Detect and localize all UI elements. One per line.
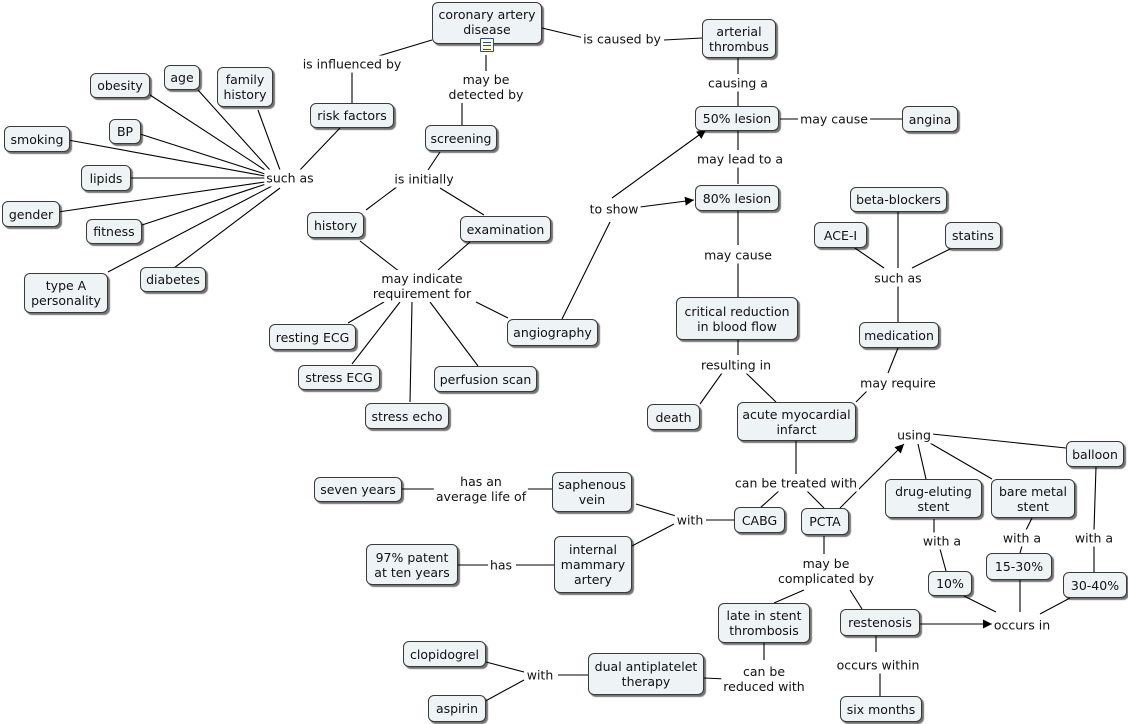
node-medication[interactable]: medication: [859, 322, 939, 348]
link-label-has-an-average-life-of: has an average life of: [433, 473, 529, 505]
node-late-in-stent-thrombosis[interactable]: late in stent thrombosis: [718, 603, 810, 643]
node-diabetes[interactable]: diabetes: [140, 267, 206, 292]
link-label-causing-a: causing a: [706, 74, 770, 92]
node-acute-myocardial-infarct[interactable]: acute myocardial infarct: [737, 402, 856, 441]
link-label-such-as: such as: [872, 269, 924, 287]
node-internal-mammary-artery[interactable]: internal mammary artery: [554, 536, 632, 593]
link-label-is-initially: is initially: [392, 170, 456, 188]
link-label-can-be-treated-with: can be treated with: [732, 474, 860, 492]
link-label-with-a: with a: [1072, 529, 1116, 547]
link-label-using: using: [895, 426, 933, 444]
node-clopidogrel[interactable]: clopidogrel: [403, 641, 486, 667]
node-fitness[interactable]: fitness: [86, 219, 142, 244]
link-label-with: with: [674, 511, 706, 529]
node-angina[interactable]: angina: [902, 106, 958, 132]
link-label-may-lead-to-a: may lead to a: [694, 150, 786, 168]
node-80-percent-lesion[interactable]: 80% lesion: [695, 185, 779, 211]
node-coronary-artery-disease[interactable]: coronary artery disease: [432, 2, 542, 44]
node-stress-echo[interactable]: stress echo: [365, 403, 449, 429]
link-label-is-caused-by: is caused by: [581, 30, 663, 48]
link-label-may-indicate-requirement-for: may indicate requirement for: [370, 270, 474, 302]
link-label-has: has: [487, 556, 515, 574]
link-label-may-cause: may cause: [798, 110, 870, 128]
link-label-can-be-reduced-with: can be reduced with: [721, 663, 807, 695]
node-screening[interactable]: screening: [425, 125, 497, 151]
link-label-with-a: with a: [1000, 529, 1044, 547]
node-lipids[interactable]: lipids: [81, 165, 131, 191]
node-aspirin[interactable]: aspirin: [428, 695, 486, 722]
node-gender[interactable]: gender: [2, 201, 60, 227]
link-label-to-show: to show: [587, 200, 641, 218]
link-label-resulting-in: resulting in: [698, 356, 774, 374]
node-obesity[interactable]: obesity: [90, 73, 150, 98]
node-death[interactable]: death: [647, 404, 700, 430]
link-label-may-be-detected-by: may be detected by: [446, 71, 526, 103]
node-seven-years[interactable]: seven years: [314, 477, 402, 502]
link-label-may-be-complicated-by: may be complicated by: [776, 555, 876, 587]
node-bp[interactable]: BP: [109, 119, 141, 144]
node-angiography[interactable]: angiography: [507, 319, 598, 346]
node-pcta[interactable]: PCTA: [801, 508, 849, 535]
node-15-30-percent[interactable]: 15-30%: [986, 553, 1052, 580]
node-resting-ecg[interactable]: resting ECG: [269, 324, 356, 350]
link-label-is-influenced-by: is influenced by: [300, 55, 404, 73]
node-critical-reduction-in-blood-flow[interactable]: critical reduction in blood flow: [676, 297, 798, 340]
node-arterial-thrombus[interactable]: arterial thrombus: [702, 19, 776, 58]
link-label-occurs-in: occurs in: [991, 616, 1053, 634]
node-risk-factors[interactable]: risk factors: [310, 103, 394, 128]
node-six-months[interactable]: six months: [840, 696, 922, 722]
link-label-occurs-within: occurs within: [834, 656, 922, 674]
link-label-with: with: [524, 666, 556, 684]
node-bare-metal-stent[interactable]: bare metal stent: [991, 479, 1075, 518]
node-perfusion-scan[interactable]: perfusion scan: [434, 366, 537, 392]
node-10-percent[interactable]: 10%: [928, 571, 972, 596]
node-beta-blockers[interactable]: beta-blockers: [850, 187, 947, 212]
node-cabg[interactable]: CABG: [734, 507, 785, 533]
node-type-a-personality[interactable]: type A personality: [24, 273, 108, 313]
node-30-40-percent[interactable]: 30-40%: [1063, 572, 1127, 598]
link-label-may-require: may require: [858, 374, 938, 392]
node-dual-antiplatelet-therapy[interactable]: dual antiplatelet therapy: [588, 653, 704, 695]
node-drug-eluting-stent[interactable]: drug-eluting stent: [885, 479, 982, 518]
node-balloon[interactable]: balloon: [1066, 441, 1124, 467]
node-saphenous-vein[interactable]: saphenous vein: [552, 472, 632, 512]
node-97-percent-patent-at-ten-years[interactable]: 97% patent at ten years: [366, 544, 458, 585]
node-50-percent-lesion[interactable]: 50% lesion: [695, 106, 779, 131]
node-age[interactable]: age: [164, 65, 200, 90]
node-statins[interactable]: statins: [945, 222, 1001, 249]
link-label-with-a: with a: [920, 532, 964, 550]
node-family-history[interactable]: family history: [217, 67, 273, 107]
document-icon[interactable]: [480, 38, 494, 52]
node-smoking[interactable]: smoking: [4, 126, 70, 152]
node-restenosis[interactable]: restenosis: [840, 609, 920, 636]
link-label-may-cause: may cause: [702, 246, 774, 264]
node-history[interactable]: history: [307, 212, 364, 238]
node-ace-i[interactable]: ACE-I: [814, 222, 867, 248]
link-label-such-as: such as: [264, 169, 316, 187]
node-stress-ecg[interactable]: stress ECG: [298, 365, 380, 390]
node-examination[interactable]: examination: [460, 216, 551, 242]
